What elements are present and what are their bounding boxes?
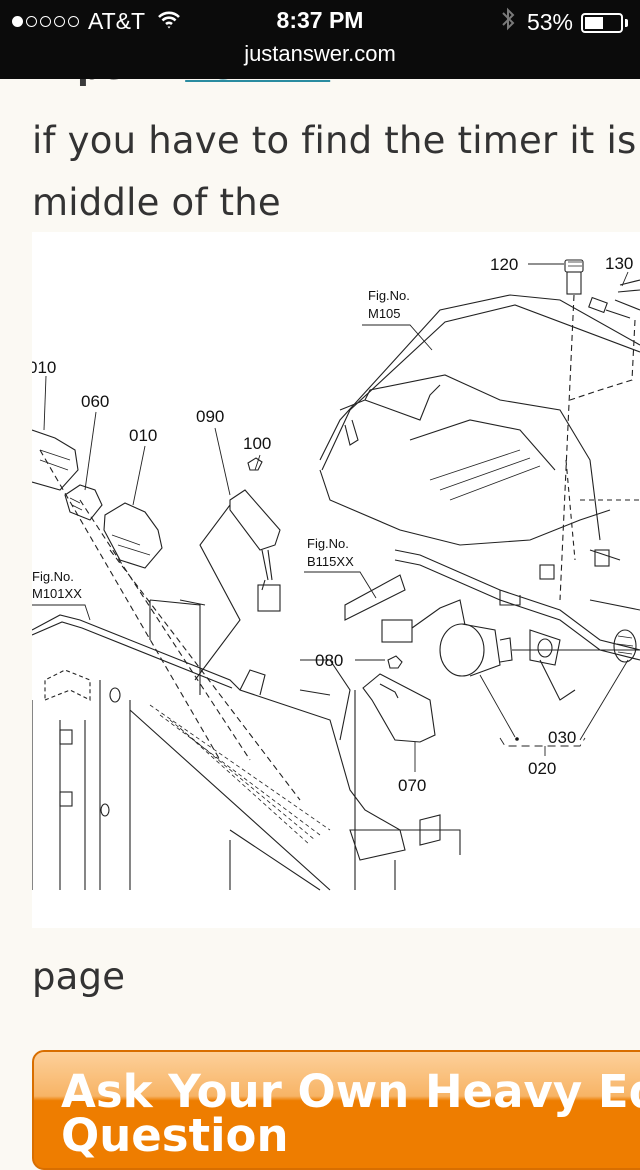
part-020-sensor-drawing bbox=[381, 599, 640, 677]
signal-dot bbox=[26, 16, 37, 27]
answer-text-line: if you have to find the timer it is bbox=[32, 119, 637, 162]
frame-drawing bbox=[32, 449, 461, 891]
clock: 8:37 PM bbox=[276, 7, 364, 33]
signal-dot bbox=[54, 16, 65, 27]
dash-cover-drawing bbox=[319, 294, 640, 561]
signal-strength-icon bbox=[12, 16, 79, 27]
part-labels: 010 060 010 090 100 120 130 080 070 020 … bbox=[32, 254, 633, 795]
carrier-name: AT&T bbox=[88, 8, 146, 34]
part-label: 010 bbox=[129, 426, 157, 445]
part-120-switch-drawing bbox=[559, 259, 584, 601]
part-label: 030 bbox=[548, 728, 576, 747]
signal-dot bbox=[40, 16, 51, 27]
battery-percent: 53% bbox=[526, 9, 573, 35]
signal-dot bbox=[12, 16, 23, 27]
ask-question-button[interactable]: Ask Your Own Heavy Equipment Question bbox=[32, 1050, 640, 1170]
battery-fill bbox=[585, 16, 604, 29]
answer-text-line: middle of the bbox=[32, 181, 281, 224]
part-label: 020 bbox=[528, 759, 556, 778]
url-bar[interactable]: justanswer.com bbox=[244, 41, 396, 66]
figure-ref: Fig.No. bbox=[307, 536, 349, 551]
battery-icon bbox=[581, 12, 623, 33]
bluetooth-icon bbox=[501, 7, 515, 38]
part-label: 090 bbox=[196, 407, 224, 426]
battery-nub bbox=[625, 18, 628, 27]
wifi-icon bbox=[157, 8, 181, 35]
part-090-timer-drawing bbox=[194, 457, 281, 681]
leader-lines bbox=[32, 263, 629, 772]
part-label: 080 bbox=[315, 651, 343, 670]
status-right: 53% bbox=[501, 7, 628, 38]
figure-ref: Fig.No. bbox=[368, 288, 410, 303]
part-label: 130 bbox=[605, 254, 633, 273]
part-label: 100 bbox=[243, 434, 271, 453]
parts-diagram-image[interactable]: 010 060 010 090 100 120 130 080 070 020 … bbox=[32, 232, 640, 928]
relays-drawing bbox=[32, 429, 163, 569]
part-label: 010 bbox=[32, 358, 56, 377]
part-label: 060 bbox=[81, 392, 109, 411]
part-label: 070 bbox=[398, 776, 426, 795]
part-label: 120 bbox=[490, 255, 518, 274]
status-bar: AT&T 8:37 PM 53% justanswer.com bbox=[0, 0, 640, 79]
figure-ref: M105 bbox=[368, 306, 401, 321]
figure-ref: B115XX bbox=[307, 554, 354, 569]
ask-question-button-label: Ask Your Own Heavy Equipment Question bbox=[61, 1065, 640, 1162]
bracket-drawing bbox=[344, 549, 640, 701]
part-130-drawing bbox=[569, 279, 640, 401]
figure-ref: Fig.No. bbox=[32, 569, 74, 584]
signal-dot bbox=[68, 16, 79, 27]
figure-ref: M101XX bbox=[32, 586, 82, 601]
part-070-cover-drawing bbox=[362, 655, 436, 743]
status-left: AT&T bbox=[12, 8, 181, 35]
answer-text-line: page bbox=[32, 955, 126, 998]
